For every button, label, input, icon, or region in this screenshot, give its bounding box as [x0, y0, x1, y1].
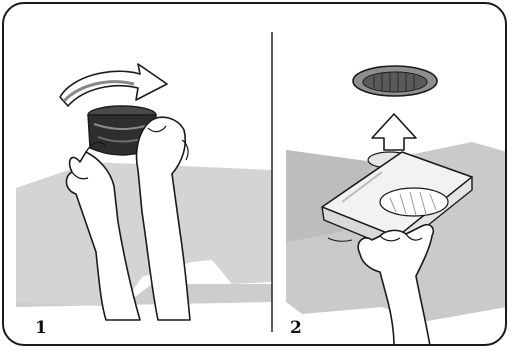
illustration-frame: 1 2	[2, 2, 507, 346]
step-number-2: 2	[290, 320, 302, 337]
panel-2	[286, 66, 507, 346]
panel-1	[16, 64, 272, 320]
ceiling-opening	[353, 66, 437, 96]
instruction-illustration	[4, 4, 507, 346]
step-number-1: 1	[35, 320, 47, 337]
up-arrow-icon	[372, 114, 416, 150]
rotate-arrow-icon	[60, 64, 167, 106]
